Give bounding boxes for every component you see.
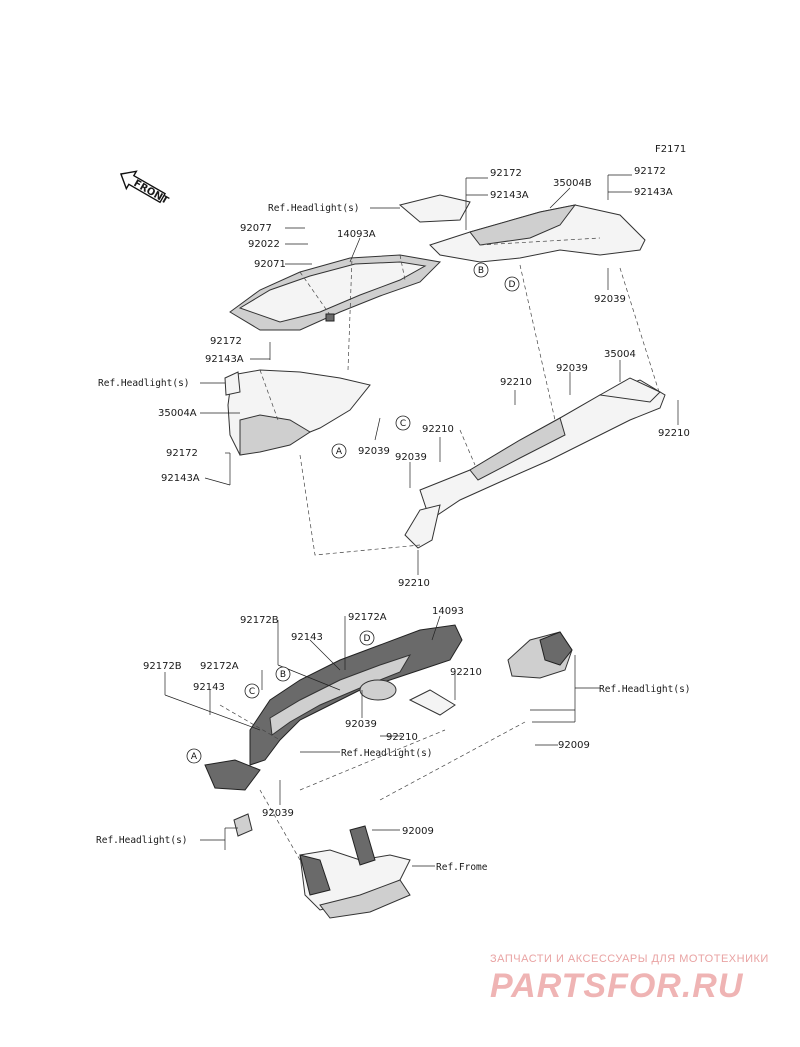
callout-B-upper: B: [473, 262, 489, 278]
callout-B-lower: B: [275, 666, 291, 682]
callout-D-upper: D: [504, 276, 520, 292]
lower-leaders: [164, 615, 600, 867]
label-35004: 35004: [604, 349, 636, 360]
inner-cover-35004B: [398, 194, 646, 263]
label-92039: 92039: [345, 719, 377, 730]
label-92009: 92009: [558, 740, 590, 751]
front-arrow-icon: FRONT: [120, 170, 171, 207]
label-92009: 92009: [402, 826, 434, 837]
label-92039: 92039: [594, 294, 626, 305]
svg-text:A: A: [336, 447, 343, 457]
label-ref-headlight: Ref.Headlight(s): [268, 203, 360, 214]
inner-cover-35004A: [224, 369, 371, 456]
frame-reference: [299, 825, 411, 919]
label-92210: 92210: [500, 377, 532, 388]
svg-text:C: C: [400, 419, 406, 429]
label-92077: 92077: [240, 223, 272, 234]
label-92172: 92172: [166, 448, 198, 459]
label-92172: 92172: [490, 168, 522, 179]
svg-text:C: C: [249, 687, 255, 697]
callout-A-upper: A: [331, 443, 347, 459]
front-label: FRONT: [132, 178, 171, 207]
label-ref-headlight: Ref.Headlight(s): [341, 748, 433, 759]
label-35004A: 35004A: [158, 408, 197, 419]
label-92172A: 92172A: [348, 612, 387, 623]
label-92143A: 92143A: [490, 190, 529, 201]
callout-D-lower: D: [359, 630, 375, 646]
label-92172B: 92172B: [143, 661, 182, 672]
label-ref-headlight: Ref.Headlight(s): [98, 378, 190, 389]
label-ref-headlight: Ref.Headlight(s): [96, 835, 188, 846]
label-92039: 92039: [262, 808, 294, 819]
label-92039: 92039: [556, 363, 588, 374]
label-92022: 92022: [248, 239, 280, 250]
callout-C-lower: C: [244, 683, 260, 699]
svg-text:A: A: [191, 752, 198, 762]
label-35004B: 35004B: [553, 178, 592, 189]
label-ref-frame: Ref.Frome: [436, 862, 488, 873]
label-92172: 92172: [210, 336, 242, 347]
label-92143: 92143: [193, 682, 225, 693]
label-92210: 92210: [386, 732, 418, 743]
label-92172B: 92172B: [240, 615, 279, 626]
label-ref-headlight: Ref.Headlight(s): [599, 684, 691, 695]
label-92143A: 92143A: [634, 187, 673, 198]
svg-text:B: B: [478, 266, 484, 276]
label-92210: 92210: [422, 424, 454, 435]
bracket-35004: [404, 377, 666, 549]
svg-text:D: D: [364, 634, 371, 644]
label-14093: 14093: [432, 606, 464, 617]
label-92172A: 92172A: [200, 661, 239, 672]
watermark-tagline: ЗАПЧАСТИ И АКСЕССУАРЫ ДЛЯ МОТОТЕХНИКИ: [490, 953, 769, 965]
svg-text:D: D: [509, 280, 516, 290]
label-92039: 92039: [395, 452, 427, 463]
svg-text:B: B: [280, 670, 286, 680]
label-92210: 92210: [450, 667, 482, 678]
upper-leaders: [200, 174, 679, 575]
label-92143A: 92143A: [205, 354, 244, 365]
label-92143: 92143: [291, 632, 323, 643]
label-92071: 92071: [254, 259, 286, 270]
watermark-logo: PARTSFOR.RU: [490, 967, 744, 1005]
headlight-bracket-left: [233, 813, 253, 837]
cowl-14093: [204, 624, 463, 791]
label-92210: 92210: [398, 578, 430, 589]
diagram-code: F2171: [655, 144, 686, 155]
label-14093A: 14093A: [337, 229, 376, 240]
label-92039: 92039: [358, 446, 390, 457]
label-92172: 92172: [634, 166, 666, 177]
headlight-bracket-right: [507, 631, 573, 679]
cover-14093A: [229, 254, 442, 331]
callout-A-lower: A: [186, 748, 202, 764]
callout-C-upper: C: [395, 415, 411, 431]
label-92210: 92210: [658, 428, 690, 439]
label-92143A: 92143A: [161, 473, 200, 484]
